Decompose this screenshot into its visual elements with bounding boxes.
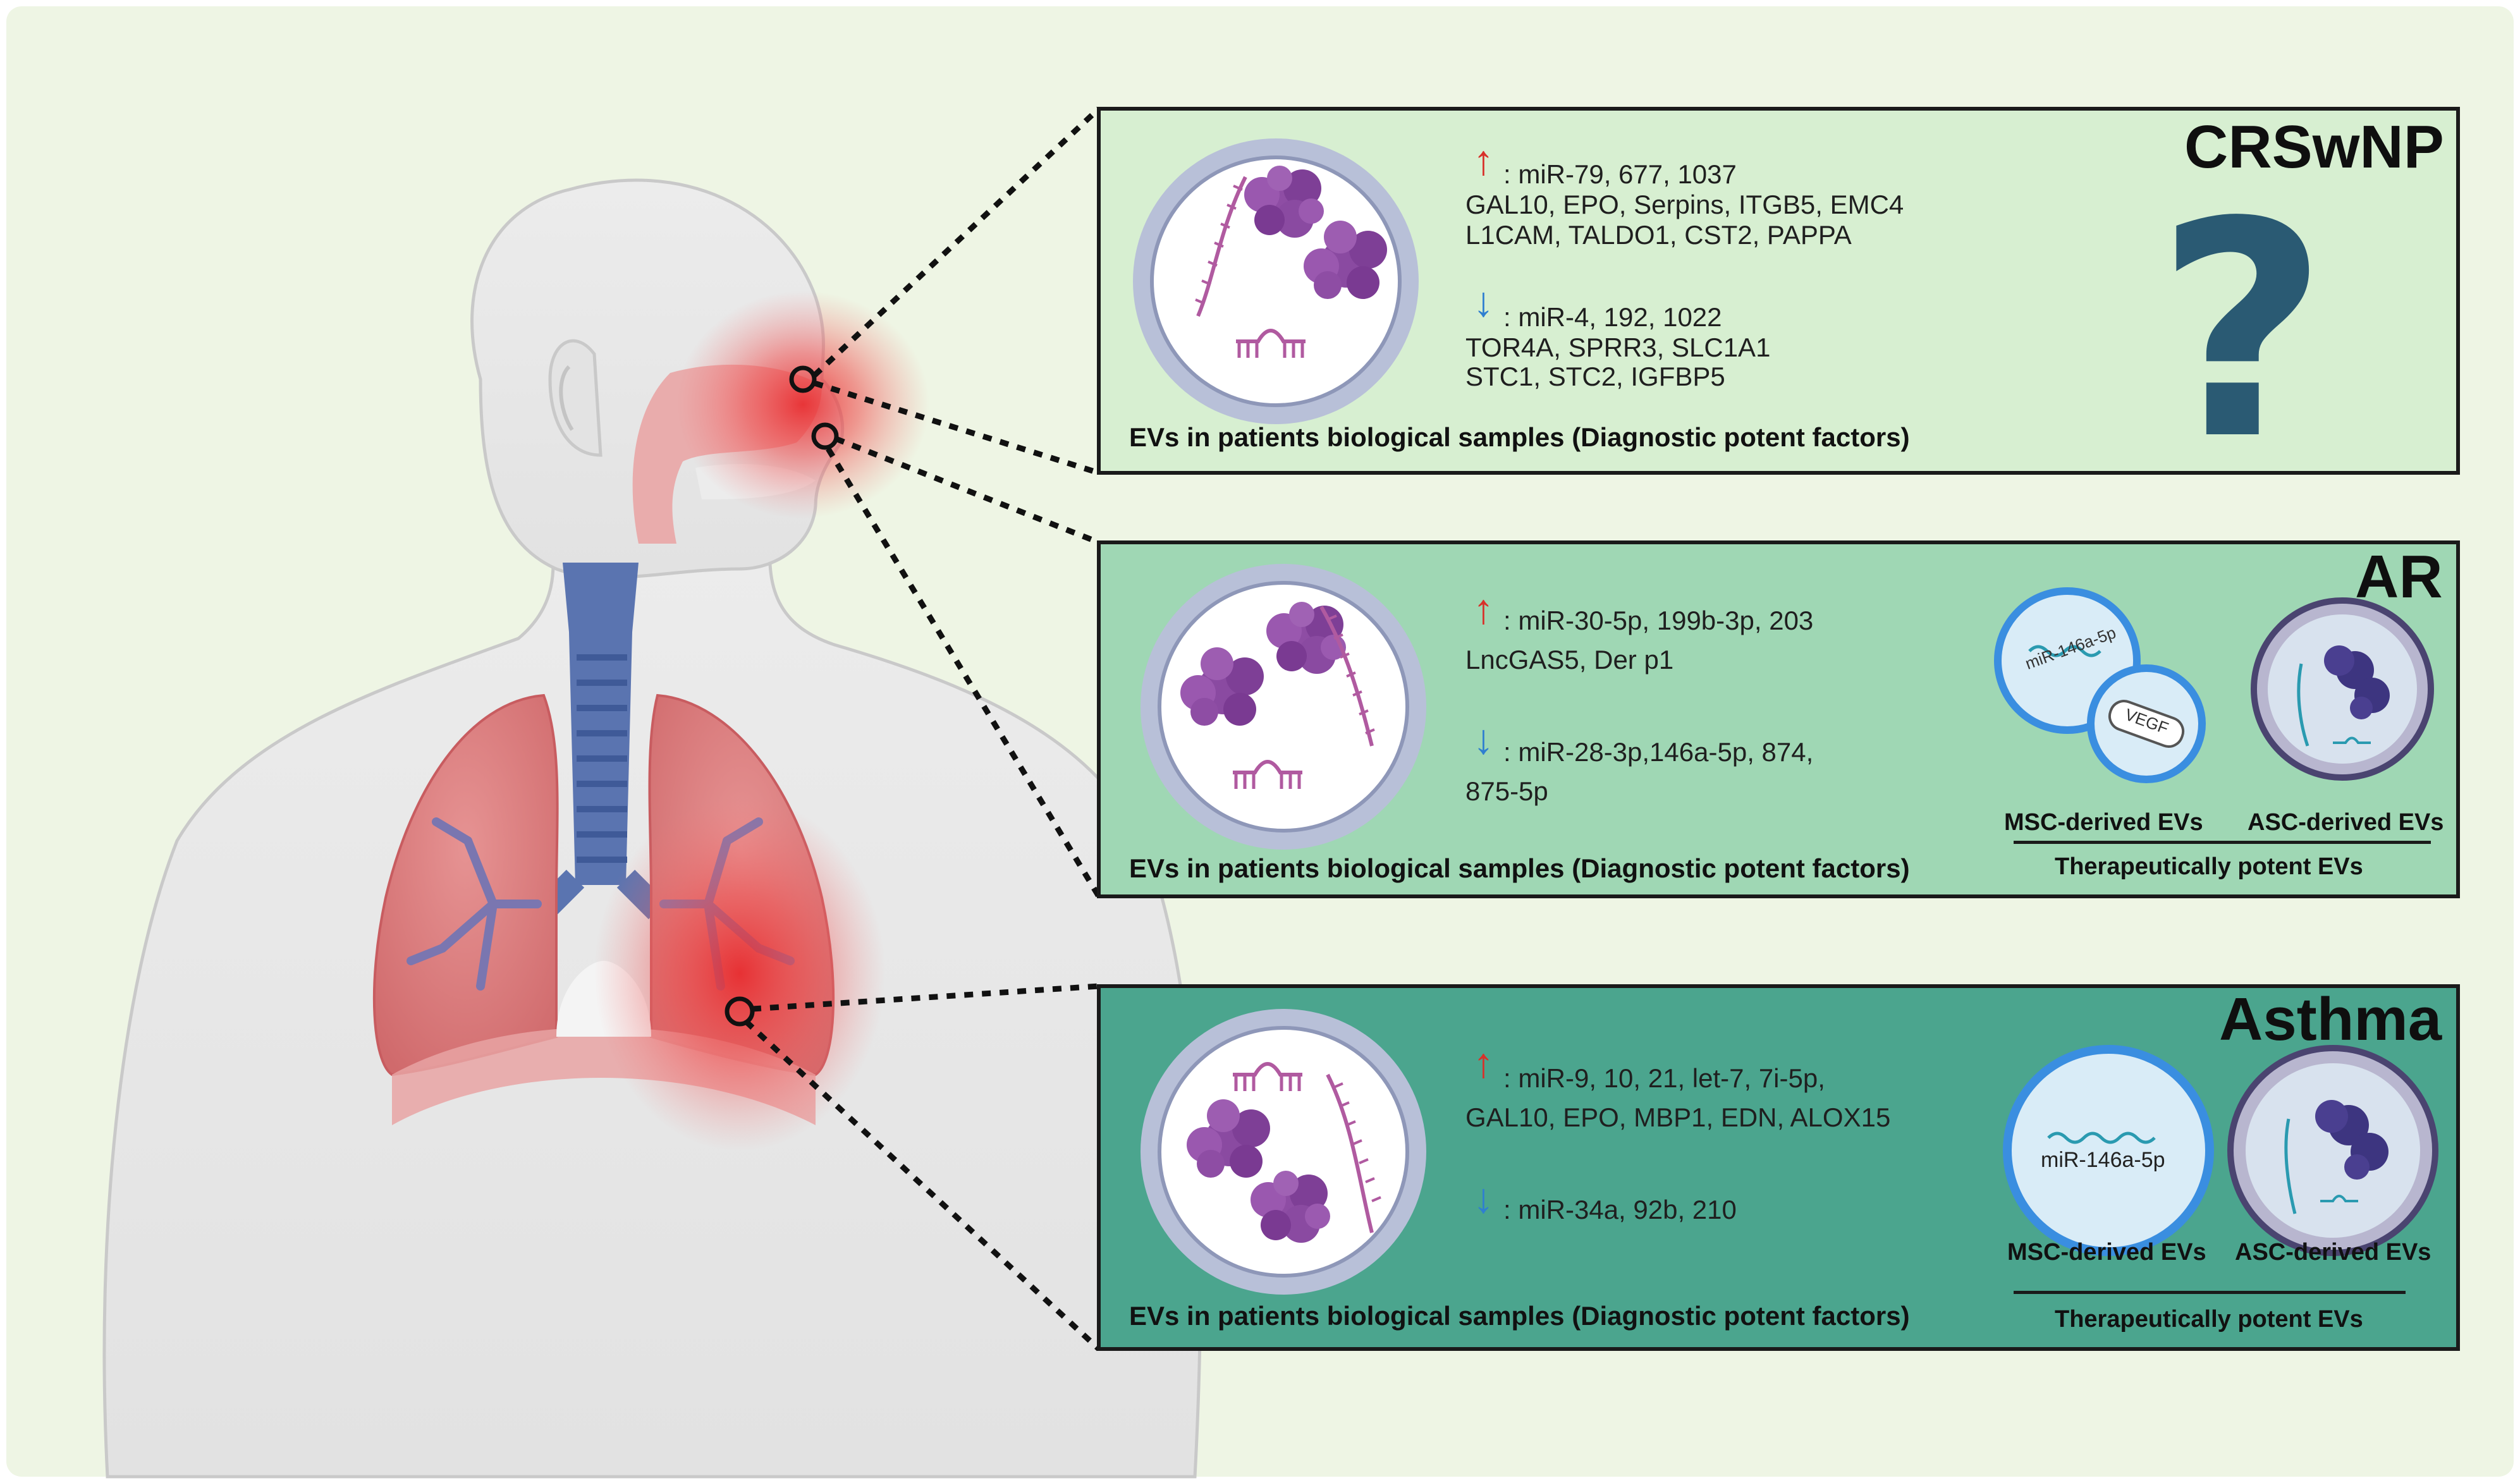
crswnp-down-line-2: TOR4A, SPRR3, SLC1A1 [1465, 333, 1771, 362]
up-arrow-icon: ↑ [1473, 585, 1494, 632]
ar-title: AR [2355, 543, 2443, 611]
ar-down-line-1: : miR-28-3p,146a-5p, 874, [1503, 737, 1814, 767]
asthma-up-line-1: : miR-9, 10, 21, let-7, 7i-5p, [1503, 1063, 1825, 1093]
ar-caption: EVs in patients biological samples (Diag… [1129, 853, 1910, 883]
asthma-caption: EVs in patients biological samples (Diag… [1129, 1301, 1910, 1331]
crswnp-down-line-1: : miR-4, 192, 1022 [1503, 302, 1722, 332]
down-arrow-icon: ↓ [1473, 1175, 1494, 1221]
asthma-asc-vesicle [2227, 1045, 2438, 1256]
crswnp-caption: EVs in patients biological samples (Diag… [1129, 422, 1910, 452]
leader-lines [743, 106, 1101, 1352]
ev-circle-ar [1141, 564, 1426, 850]
ar-vegf-vesicle [2087, 664, 2206, 783]
ear [559, 365, 574, 431]
asthma-down-line-1: : miR-34a, 92b, 210 [1503, 1195, 1737, 1224]
nose-inflammation [676, 291, 929, 518]
ar-up-line-1: : miR-30-5p, 199b-3p, 203 [1503, 606, 1814, 635]
ar-up-line-2: LncGAS5, Der p1 [1465, 645, 1674, 674]
asthma-msc-label: MSC-derived EVs [2007, 1239, 2206, 1266]
ar-therapeutic-label: Therapeutically potent EVs [2055, 853, 2363, 880]
marker-asthma [725, 996, 755, 1027]
marker-crswnp [789, 365, 817, 393]
ar-down-line-2: 875-5p [1465, 776, 1548, 806]
crswnp-up-line-3: L1CAM, TALDO1, CST2, PAPPA [1465, 220, 1852, 250]
down-arrow-icon: ↓ [1473, 716, 1494, 762]
crswnp-up-line-2: GAL10, EPO, Serpins, ITGB5, EMC4 [1465, 190, 1904, 219]
ar-asc-vesicle [2251, 597, 2434, 781]
crswnp-down-line-3: STC1, STC2, IGFBP5 [1465, 362, 1725, 391]
asthma-therapeutic-rule [2014, 1291, 2406, 1294]
ev-circle-crswnp [1133, 138, 1419, 424]
asthma-title: Asthma [2219, 986, 2442, 1053]
question-mark-icon: ? [2156, 159, 2328, 504]
marker-ar [811, 422, 839, 450]
lung-inflammation [594, 796, 885, 1150]
asthma-asc-label: ASC-derived EVs [2235, 1239, 2431, 1266]
ar-msc-label: MSC-derived EVs [2004, 809, 2203, 836]
up-arrow-icon: ↑ [1473, 1039, 1494, 1086]
ev-circle-asthma [1141, 1009, 1426, 1295]
crswnp-up-line-1: : miR-79, 677, 1037 [1503, 159, 1737, 189]
asthma-therapeutic-label: Therapeutically potent EVs [2055, 1306, 2363, 1333]
up-arrow-icon: ↑ [1473, 137, 1494, 183]
asthma-msc-vesicle [2003, 1045, 2214, 1256]
ar-therapeutic-rule [2014, 841, 2431, 844]
crswnp-title: CRSwNP [2184, 113, 2444, 181]
asthma-up-line-2: GAL10, EPO, MBP1, EDN, ALOX15 [1465, 1102, 1891, 1132]
down-arrow-icon: ↓ [1473, 278, 1494, 325]
asthma-msc-vesicle-label: miR-146a-5p [2041, 1148, 2165, 1172]
ar-asc-label: ASC-derived EVs [2248, 809, 2444, 836]
